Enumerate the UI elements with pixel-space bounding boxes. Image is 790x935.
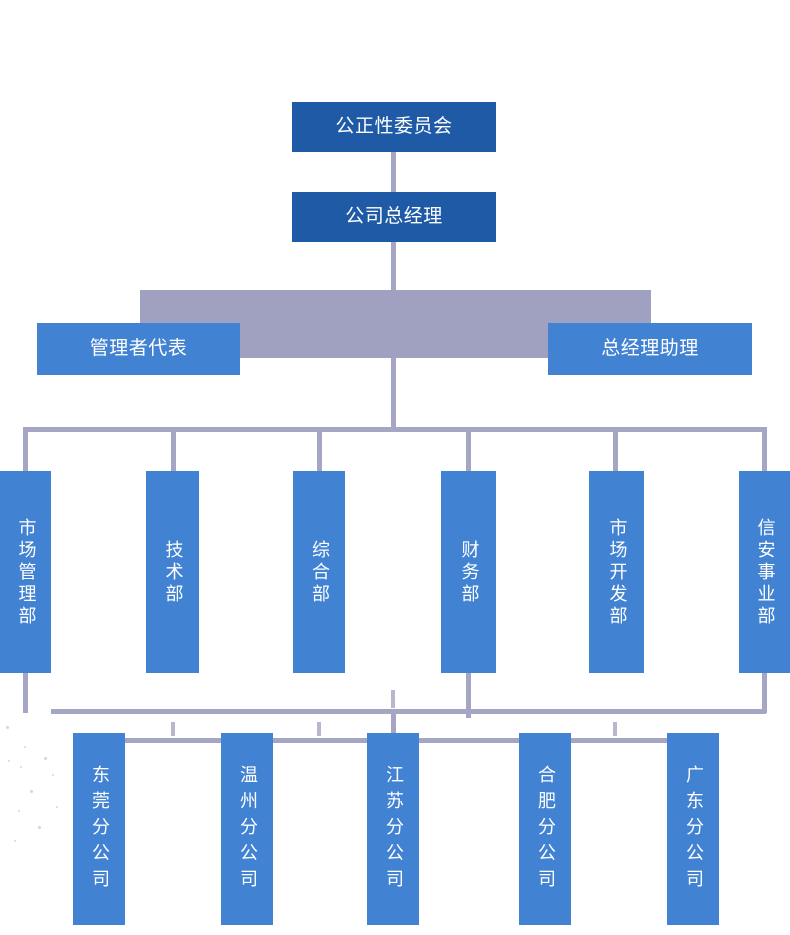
bus-tick-1 (171, 722, 175, 736)
node-branch-wenzhou[interactable]: 温州分公司 (221, 733, 273, 925)
scan-speck (56, 806, 58, 808)
node-department-technology[interactable]: 技术部 (146, 471, 199, 673)
node-gm-assistant[interactable]: 总经理助理 (548, 323, 752, 375)
node-department-information-security[interactable]: 信安事业部 (739, 471, 790, 673)
level3-band (140, 290, 651, 321)
scan-speck (30, 790, 33, 793)
node-branch-hefei[interactable]: 合肥分公司 (519, 733, 571, 925)
scan-speck (38, 826, 41, 829)
node-department-market-management[interactable]: 市场管理部 (0, 471, 51, 673)
scan-speck (8, 760, 10, 762)
dept-riser-left (23, 673, 28, 713)
scan-speck (20, 766, 22, 768)
bus-tick-4 (391, 690, 395, 708)
scan-speck (24, 746, 26, 748)
scan-speck (14, 840, 16, 842)
node-general-manager[interactable]: 公司总经理 (292, 192, 496, 242)
dept-drop-6 (762, 427, 767, 473)
dept-drop-2 (171, 427, 176, 473)
connector-committee-to-gm (391, 152, 396, 192)
node-management-representative[interactable]: 管理者代表 (37, 323, 240, 375)
dept-drop-4 (466, 427, 471, 473)
node-department-general-affairs[interactable]: 综合部 (293, 471, 345, 673)
dept-drop-5 (613, 427, 618, 473)
node-branch-dongguan[interactable]: 东莞分公司 (73, 733, 125, 925)
scan-speck (18, 810, 20, 812)
dept-drop-3 (317, 427, 322, 473)
branch-trunk (391, 709, 396, 742)
scan-speck (44, 757, 47, 760)
dept-drop-1 (23, 427, 28, 473)
node-branch-jiangsu[interactable]: 江苏分公司 (367, 733, 419, 925)
dept-return-bus (51, 709, 766, 714)
department-bus (24, 427, 766, 432)
dept-riser-center (466, 673, 471, 718)
scan-speck (52, 774, 54, 776)
node-branch-guangdong[interactable]: 广东分公司 (667, 733, 719, 925)
dept-riser-right (762, 673, 767, 713)
node-impartiality-committee[interactable]: 公正性委员会 (292, 102, 496, 152)
bus-tick-2 (317, 722, 321, 736)
bus-tick-3 (613, 722, 617, 736)
node-department-market-development[interactable]: 市场开发部 (589, 471, 644, 673)
scan-speck (6, 726, 9, 729)
node-department-finance[interactable]: 财务部 (441, 471, 496, 673)
